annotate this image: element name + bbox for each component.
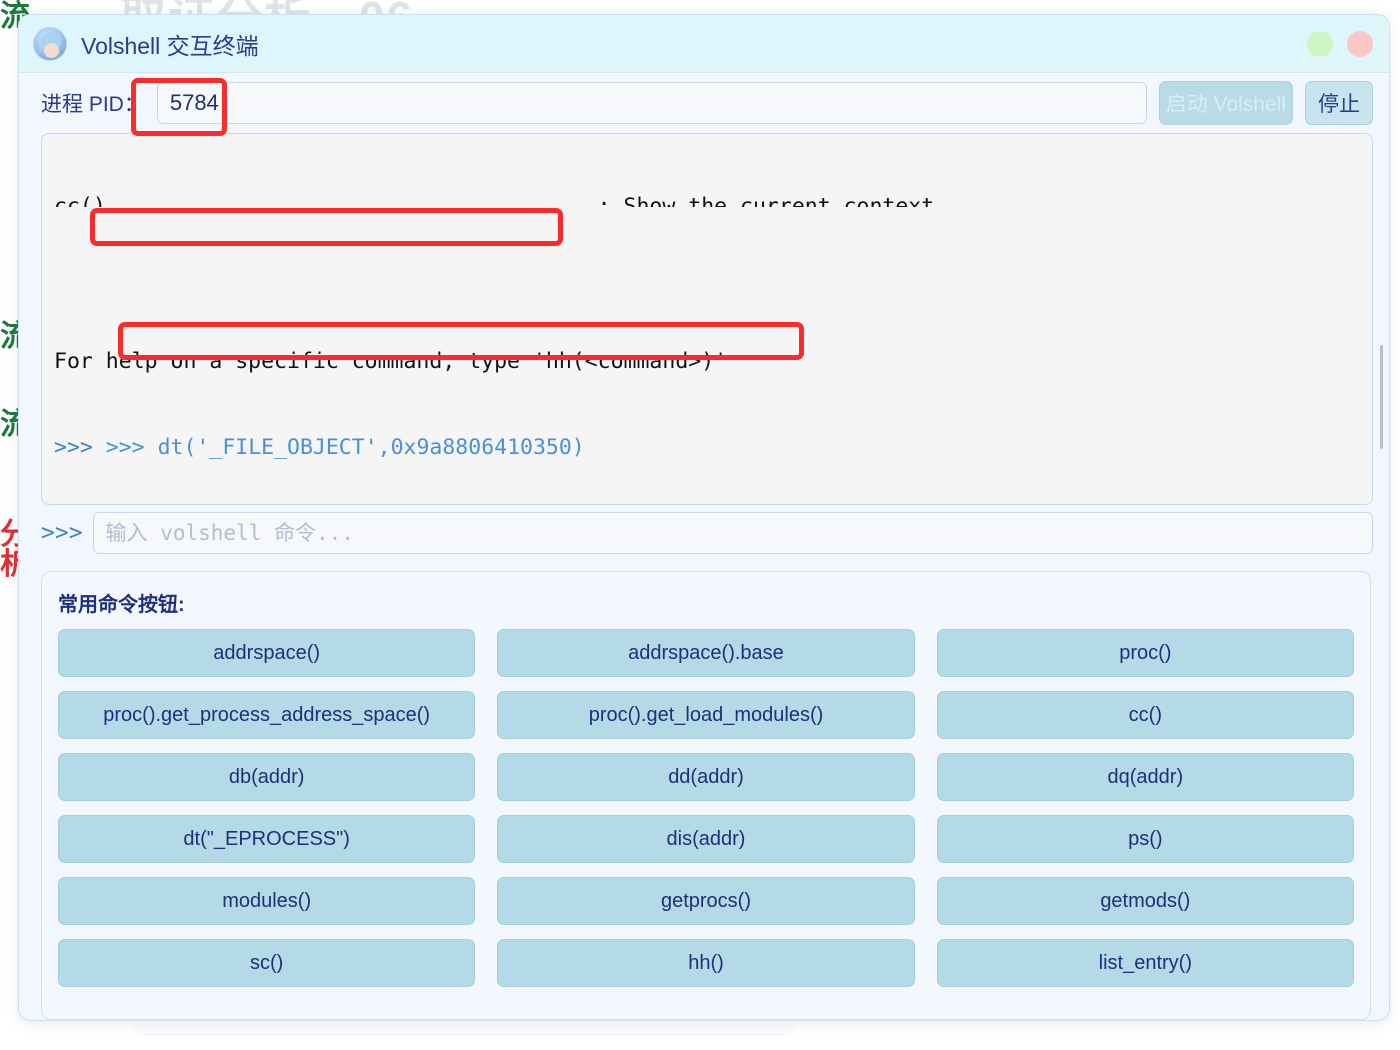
window-titlebar[interactable]: Volshell 交互终端: [19, 15, 1389, 73]
quick-command-button-4[interactable]: proc().get_load_modules(): [497, 691, 915, 739]
minimize-button[interactable]: [1307, 30, 1333, 57]
quick-command-button-17[interactable]: list_entry(): [936, 939, 1354, 987]
quick-commands-panel: 常用命令按钮: addrspace() addrspace().base proc(…: [41, 571, 1371, 1020]
quick-command-button-8[interactable]: dq(addr): [936, 753, 1354, 801]
stop-button[interactable]: 停止: [1305, 81, 1373, 125]
quick-command-button-13[interactable]: getprocs(): [497, 877, 915, 925]
terminal-output[interactable]: cc() : Show the current context. For hel…: [41, 133, 1373, 505]
command-input-row: >>>: [19, 505, 1389, 561]
quick-command-button-2[interactable]: proc(): [936, 629, 1354, 677]
quick-command-button-6[interactable]: db(addr): [58, 753, 476, 801]
quick-command-button-15[interactable]: sc(): [58, 939, 476, 987]
start-volshell-button[interactable]: 启动 Volshell: [1158, 81, 1293, 125]
terminal-command-text: dt('_FILE_OBJECT',0x9a8806410350): [157, 434, 585, 460]
quick-command-button-14[interactable]: getmods(): [936, 877, 1354, 925]
pid-row: 进程 PID： 启动 Volshell 停止: [19, 73, 1389, 133]
app-avatar-icon: [33, 26, 67, 61]
terminal-line-cut: cc() : Show the current context.: [54, 193, 948, 207]
terminal-echo-prompt: >>>: [105, 434, 145, 460]
command-input[interactable]: [92, 512, 1373, 554]
pid-input[interactable]: [156, 82, 1147, 124]
window-title: Volshell 交互终端: [81, 32, 259, 59]
terminal-line-command: >>> >>> dt('_FILE_OBJECT',0x9a8806410350…: [54, 434, 1362, 462]
quick-commands-grid: addrspace() addrspace().base proc() proc().…: [58, 629, 1354, 987]
close-button[interactable]: [1347, 30, 1373, 57]
volshell-window: Volshell 交互终端 进程 PID： 启动 Volshell 停止 cc(…: [18, 14, 1390, 1021]
terminal-scrollbar-thumb[interactable]: [1380, 345, 1383, 449]
quick-commands-title: 常用命令按钮:: [58, 594, 185, 616]
terminal-container: cc() : Show the current context. For hel…: [19, 133, 1389, 505]
quick-command-button-10[interactable]: dis(addr): [497, 815, 915, 863]
terminal-prompt: >>>: [54, 434, 93, 460]
quick-command-button-9[interactable]: dt("_EPROCESS"): [58, 815, 476, 863]
terminal-blank: [54, 264, 1362, 292]
quick-command-button-3[interactable]: proc().get_process_address_space(): [58, 691, 476, 739]
pid-label: 进程 PID：: [41, 93, 145, 116]
quick-command-button-16[interactable]: hh(): [497, 939, 915, 987]
quick-command-button-7[interactable]: dd(addr): [497, 753, 915, 801]
quick-command-button-11[interactable]: ps(): [936, 815, 1354, 863]
command-prompt: >>>: [41, 520, 83, 546]
terminal-line-help: For help on a specific command, type 'hh…: [54, 349, 728, 375]
quick-command-button-0[interactable]: addrspace(): [58, 629, 476, 677]
quick-command-button-5[interactable]: cc(): [936, 691, 1354, 739]
quick-command-button-1[interactable]: addrspace().base: [497, 629, 915, 677]
quick-command-button-12[interactable]: modules(): [58, 877, 476, 925]
window-controls: [1307, 30, 1373, 57]
